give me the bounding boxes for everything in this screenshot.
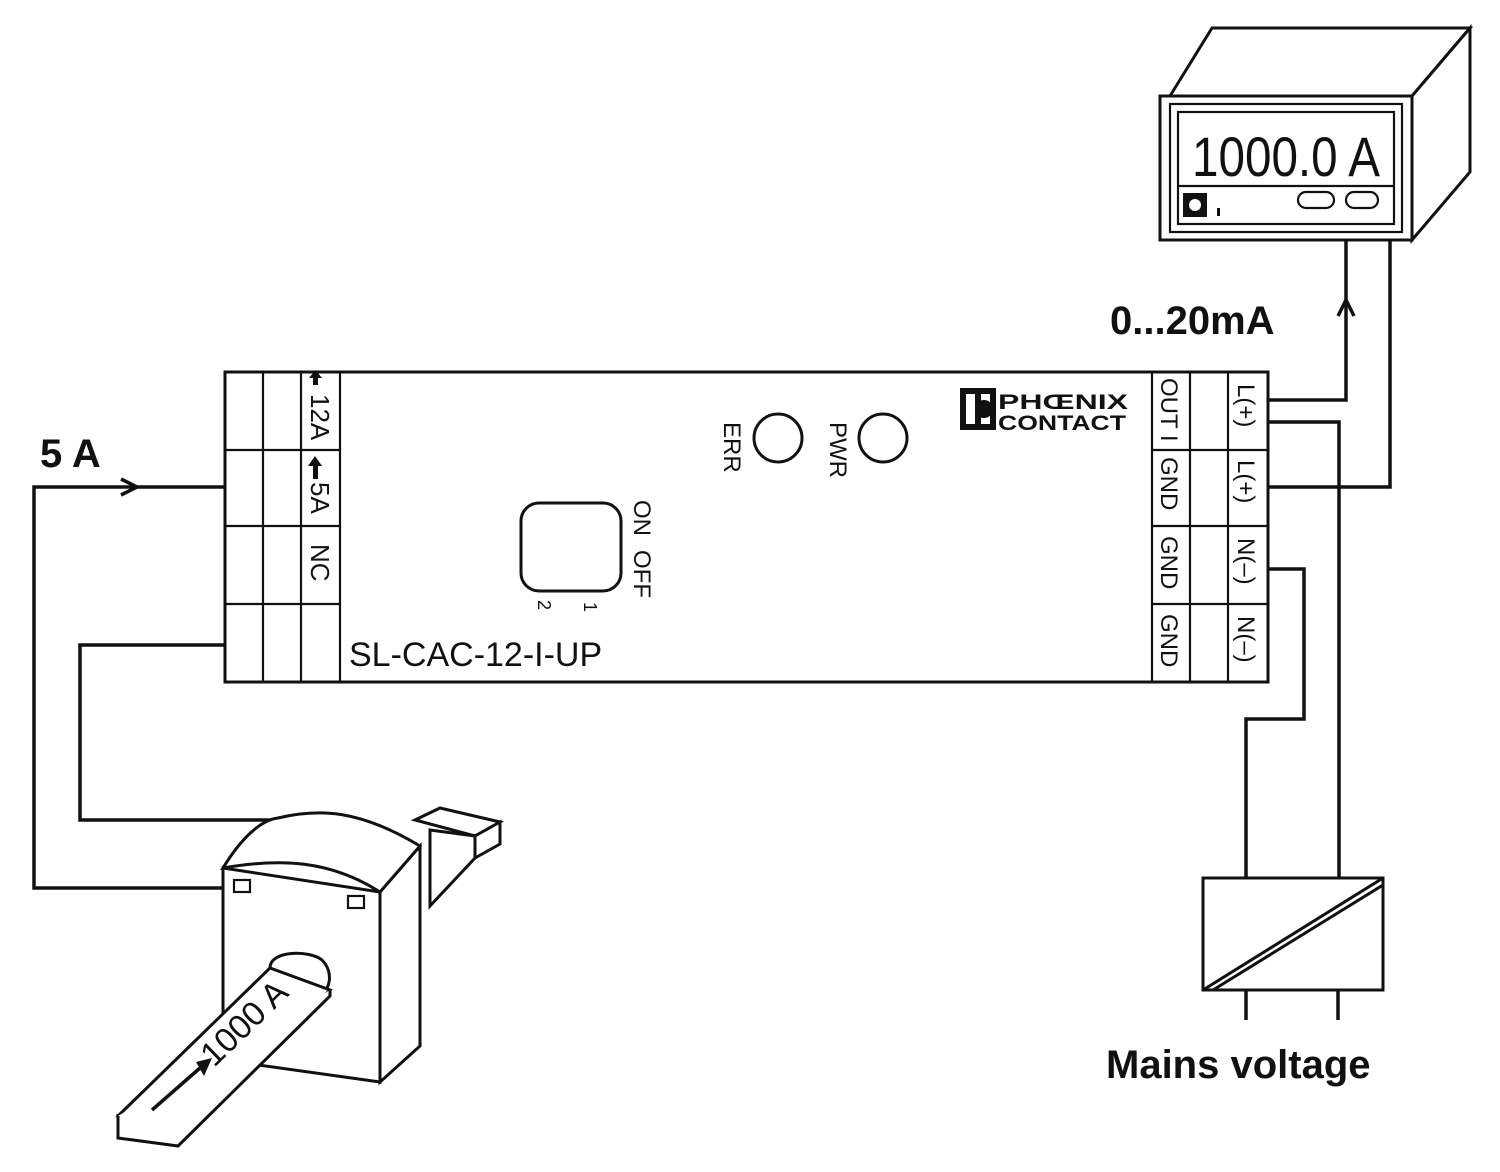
dip-pos1-label: 1	[580, 602, 600, 612]
current-direction-arrow-icon	[196, 1058, 212, 1076]
ct-terminal-right	[346, 894, 366, 910]
arrow-20ma	[1336, 296, 1356, 317]
panel-meter: 1000.0 A	[1158, 23, 1474, 245]
pwr-led-label: PWR	[824, 422, 851, 478]
sl-cac-module: 12A 5A NC SL-CAC-12-I-UP PHŒNIX CONTACT …	[223, 370, 1270, 684]
brand-line1: PHŒNIX	[998, 391, 1128, 414]
terminal-out-i-label: OUT I	[1155, 378, 1182, 442]
current-transformer: 1000 A	[115, 806, 505, 1148]
dip-switch[interactable]	[519, 501, 623, 593]
power-supply	[1201, 876, 1385, 992]
terminal-gnd1-label: GND	[1155, 457, 1182, 510]
phoenix-logo: PHŒNIX CONTACT	[960, 388, 1128, 435]
terminal-12a-arrow-icon	[309, 370, 322, 378]
meter-display-reading: 1000.0 A	[1192, 125, 1381, 188]
terminal-l2-label: L(+)	[1232, 460, 1259, 503]
brand-line2: CONTACT	[998, 412, 1126, 435]
terminal-n1-label: N(–)	[1232, 538, 1259, 585]
terminal-gnd2-label: GND	[1155, 536, 1182, 589]
arrow-5a	[120, 477, 141, 497]
dip-on-label: ON	[628, 500, 655, 536]
terminal-n2-label: N(–)	[1232, 616, 1259, 663]
output-signal-label: 0...20mA	[1110, 299, 1275, 343]
terminal-5a-arrow-icon	[308, 456, 322, 466]
terminal-gnd3-label: GND	[1155, 614, 1182, 667]
pwr-led	[857, 412, 909, 464]
terminal-5a-label: 5A	[305, 482, 335, 514]
meter-button-left[interactable]	[1296, 190, 1336, 210]
dip-off-label: OFF	[628, 550, 655, 598]
terminal-12a-label: 12A	[305, 394, 335, 441]
mains-voltage-label: Mains voltage	[1106, 1043, 1371, 1087]
dip-pos2-label: 2	[534, 600, 554, 610]
meter-button-right[interactable]	[1344, 190, 1380, 210]
terminal-l1-label: L(+)	[1232, 384, 1259, 427]
terminal-nc-label: NC	[305, 544, 335, 582]
err-led	[752, 412, 804, 464]
model-label: SL-CAC-12-I-UP	[349, 636, 602, 674]
input-current-label: 5 A	[40, 432, 101, 476]
ct-terminal-left	[232, 878, 252, 894]
err-led-label: ERR	[718, 422, 745, 473]
